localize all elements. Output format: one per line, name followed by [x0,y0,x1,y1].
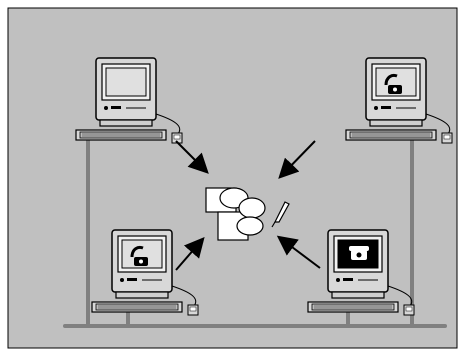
pen-nib-icon [271,201,290,228]
shared-document-icon [205,187,266,241]
telephone-handset-icon [130,245,148,266]
computer-bottom-right [307,229,415,316]
computer-bottom-left [91,229,199,316]
computer-top-right [345,57,453,144]
flow-arrows [175,140,321,271]
telephone-set-icon [349,246,369,260]
network-cables [63,134,447,328]
telephone-handset-icon [384,73,402,94]
